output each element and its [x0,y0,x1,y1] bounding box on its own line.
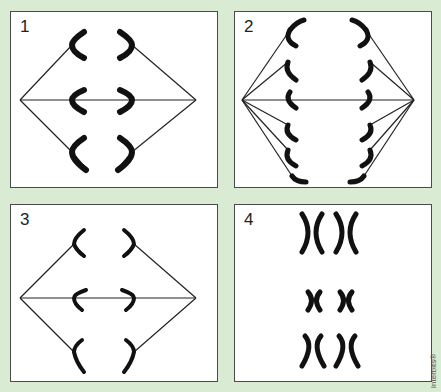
watermark: Interbits® [430,354,438,388]
stage-panel: 4 [234,204,432,382]
stage-panel: 2 [234,11,432,188]
stage-panel: 1 [10,11,218,188]
callout-number: 4 [244,211,253,228]
callout-number: 1 [20,18,29,35]
callout-number: 3 [20,211,29,228]
stage-panel: 3 [10,204,218,382]
callout-number: 2 [244,18,253,35]
